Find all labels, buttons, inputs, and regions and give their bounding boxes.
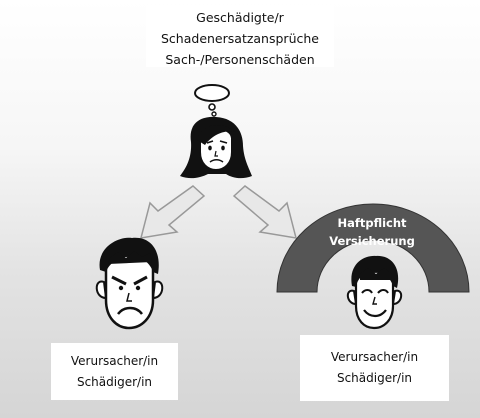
arrow-to-right-person	[232, 185, 298, 239]
arch-label-line2: Versicherung	[329, 234, 415, 248]
responsible-party-box-right: Verursacher/in Schädiger/in	[300, 335, 449, 401]
liability-insurance-label: Haftpflicht Versicherung	[310, 214, 434, 250]
thought-bubble-icon	[194, 84, 230, 117]
happy-face-icon	[346, 255, 403, 330]
injured-party-box: Geschädigte/r Schadenersatzansprüche Sac…	[146, 5, 334, 67]
arrow-to-left-person	[139, 185, 206, 239]
injured-party-label: Geschädigte/r	[196, 10, 284, 25]
woman-face-icon	[180, 116, 252, 179]
damage-claims-label: Schadenersatzansprüche	[161, 31, 319, 46]
responsible-party-label: Verursacher/in	[70, 354, 159, 368]
angry-face-icon	[95, 237, 164, 330]
responsible-party-label: Verursacher/in	[330, 350, 419, 364]
damaging-party-label: Schädiger/in	[76, 375, 153, 389]
damaging-party-label: Schädiger/in	[336, 371, 413, 385]
damage-types-label: Sach-/Personenschäden	[165, 52, 315, 67]
arch-label-line1: Haftpflicht	[337, 216, 407, 230]
responsible-party-box-left: Verursacher/in Schädiger/in	[51, 343, 178, 400]
